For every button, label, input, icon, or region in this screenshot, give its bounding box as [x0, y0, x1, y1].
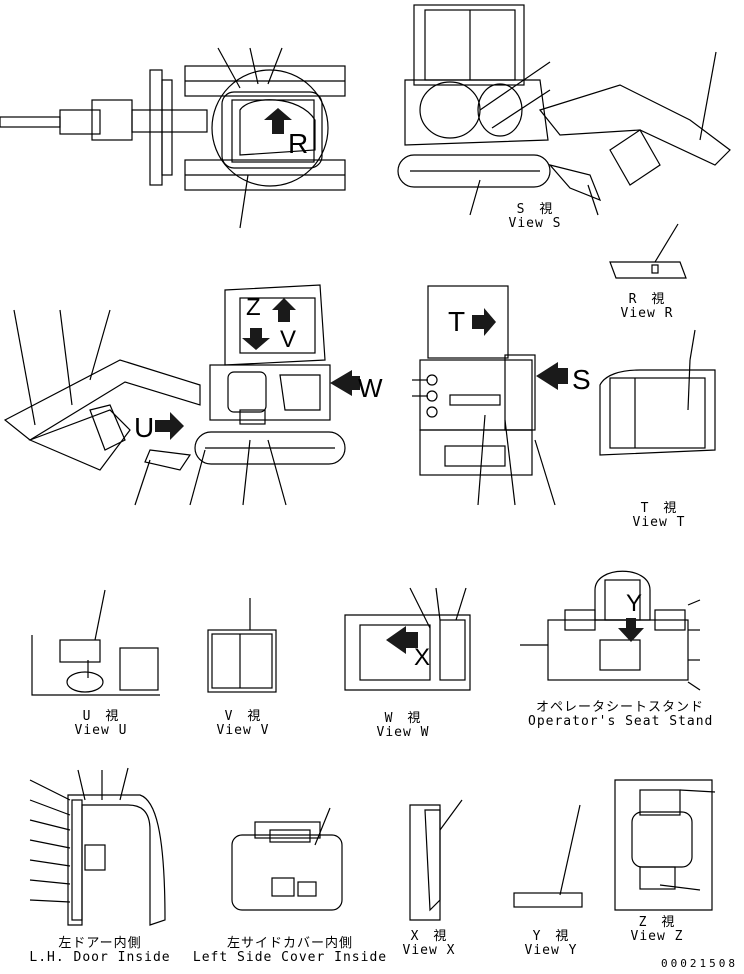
view-t-en: View T [632, 515, 686, 530]
marker-x: X [414, 644, 431, 671]
view-v-drawing [207, 598, 277, 693]
view-z-caption: Z 視 View Z [622, 916, 692, 944]
door-caption: 左ドアー内側 L.H. Door Inside [20, 937, 180, 965]
cover-en: Left Side Cover Inside [192, 950, 388, 965]
marker-y: Y [626, 590, 643, 617]
view-w-en: View W [376, 725, 430, 740]
arrow-down-z [242, 328, 270, 350]
view-y-en: View Y [524, 943, 578, 958]
view-v-en: View V [216, 723, 270, 738]
marker-w: W [358, 373, 383, 403]
view-r-en: View R [620, 306, 674, 321]
document-number: 00021508 [661, 957, 738, 970]
marker-s: S [572, 364, 591, 395]
arrows [155, 108, 644, 654]
view-s-caption: S 視 View S [500, 203, 570, 231]
view-v-caption: V 視 View V [208, 710, 278, 738]
door-inside-drawing [29, 767, 166, 926]
arrow-right-u [155, 412, 184, 440]
cover-caption: 左サイドカバー内側 Left Side Cover Inside [190, 937, 390, 965]
seat-stand-caption: オペレータシートスタンド Operator's Seat Stand [528, 701, 712, 729]
view-y-jp: Y 視 [532, 929, 570, 944]
marker-v: V [280, 326, 297, 353]
door-en: L.H. Door Inside [29, 950, 171, 965]
arrow-up-r [264, 108, 292, 134]
view-w-drawing [344, 587, 471, 691]
view-s-en: View S [508, 216, 562, 231]
arrow-left-s [536, 362, 568, 390]
view-t-jp: T 視 [640, 501, 678, 516]
view-y-caption: Y 視 View Y [516, 930, 586, 958]
view-z-en: View Z [630, 929, 684, 944]
view-s-drawing [397, 4, 731, 216]
view-v-jp: V 視 [224, 709, 262, 724]
view-z-drawing [614, 779, 716, 911]
seat-stand-drawing [520, 570, 701, 691]
view-r-jp: R 視 [628, 292, 666, 307]
arrow-up-v [272, 298, 296, 322]
view-u-jp: U 視 [82, 709, 120, 724]
seat-stand-en: Operator's Seat Stand [528, 714, 714, 729]
view-r-drawing [609, 223, 687, 279]
view-u-drawing [31, 589, 160, 696]
view-y-drawing [513, 804, 583, 908]
view-t-drawing [599, 329, 716, 456]
view-w-caption: W 視 View W [368, 712, 438, 740]
door-jp: 左ドアー内側 [58, 936, 142, 951]
view-u-en: View U [74, 723, 128, 738]
cover-inside-drawing [231, 807, 343, 911]
top-view-excavator [0, 47, 346, 229]
marker-z: Z [246, 294, 261, 321]
marker-t: T [448, 306, 466, 337]
arrow-right-t [472, 308, 496, 336]
seat-stand-jp: オペレータシートスタンド [535, 700, 704, 715]
view-x-jp: X 視 [410, 929, 448, 944]
arrow-down-y [618, 618, 644, 642]
arrow-left-w [330, 370, 352, 396]
view-s-jp: S 視 [516, 202, 554, 217]
side-view-left [3, 284, 346, 506]
view-x-caption: X 視 View X [394, 930, 464, 958]
view-t-caption: T 視 View T [624, 502, 694, 530]
view-u-caption: U 視 View U [66, 710, 136, 738]
rear-view [412, 285, 556, 506]
view-w-jp: W 視 [384, 711, 422, 726]
cover-jp: 左サイドカバー内側 [226, 936, 353, 951]
view-x-en: View X [402, 943, 456, 958]
view-x-drawing [409, 799, 463, 921]
marker-u: U [134, 412, 155, 443]
marker-r: R [288, 128, 309, 159]
view-z-jp: Z 視 [638, 915, 676, 930]
view-r-caption: R 視 View R [612, 293, 682, 321]
arrow-left-x [386, 626, 418, 654]
